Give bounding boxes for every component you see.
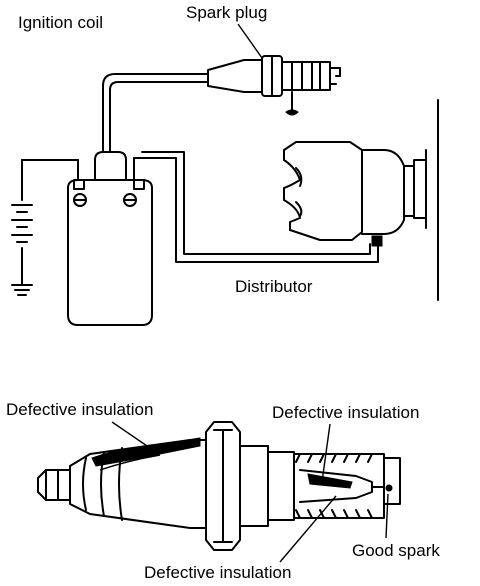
label-defective-insulation-bottom: Defective insulation	[144, 563, 291, 582]
label-ignition-coil: Ignition coil	[18, 13, 103, 32]
ignition-coil	[67, 151, 153, 326]
distributor-lead	[133, 157, 379, 263]
label-distributor: Distributor	[235, 277, 313, 296]
spark-plug-top	[207, 55, 341, 116]
ht-lead	[102, 73, 209, 153]
label-defective-insulation-left: Defective insulation	[6, 400, 153, 419]
label-defective-insulation-right: Defective insulation	[272, 403, 419, 422]
spark-plug-detail: Defective insulation Defective insulatio…	[6, 400, 440, 582]
ignition-circuit: Ignition coil Spark plug Distributor	[11, 3, 439, 326]
label-spark-plug: Spark plug	[186, 3, 267, 22]
distributor	[283, 99, 439, 301]
battery-icon	[11, 159, 79, 296]
label-good-spark: Good spark	[352, 541, 440, 560]
